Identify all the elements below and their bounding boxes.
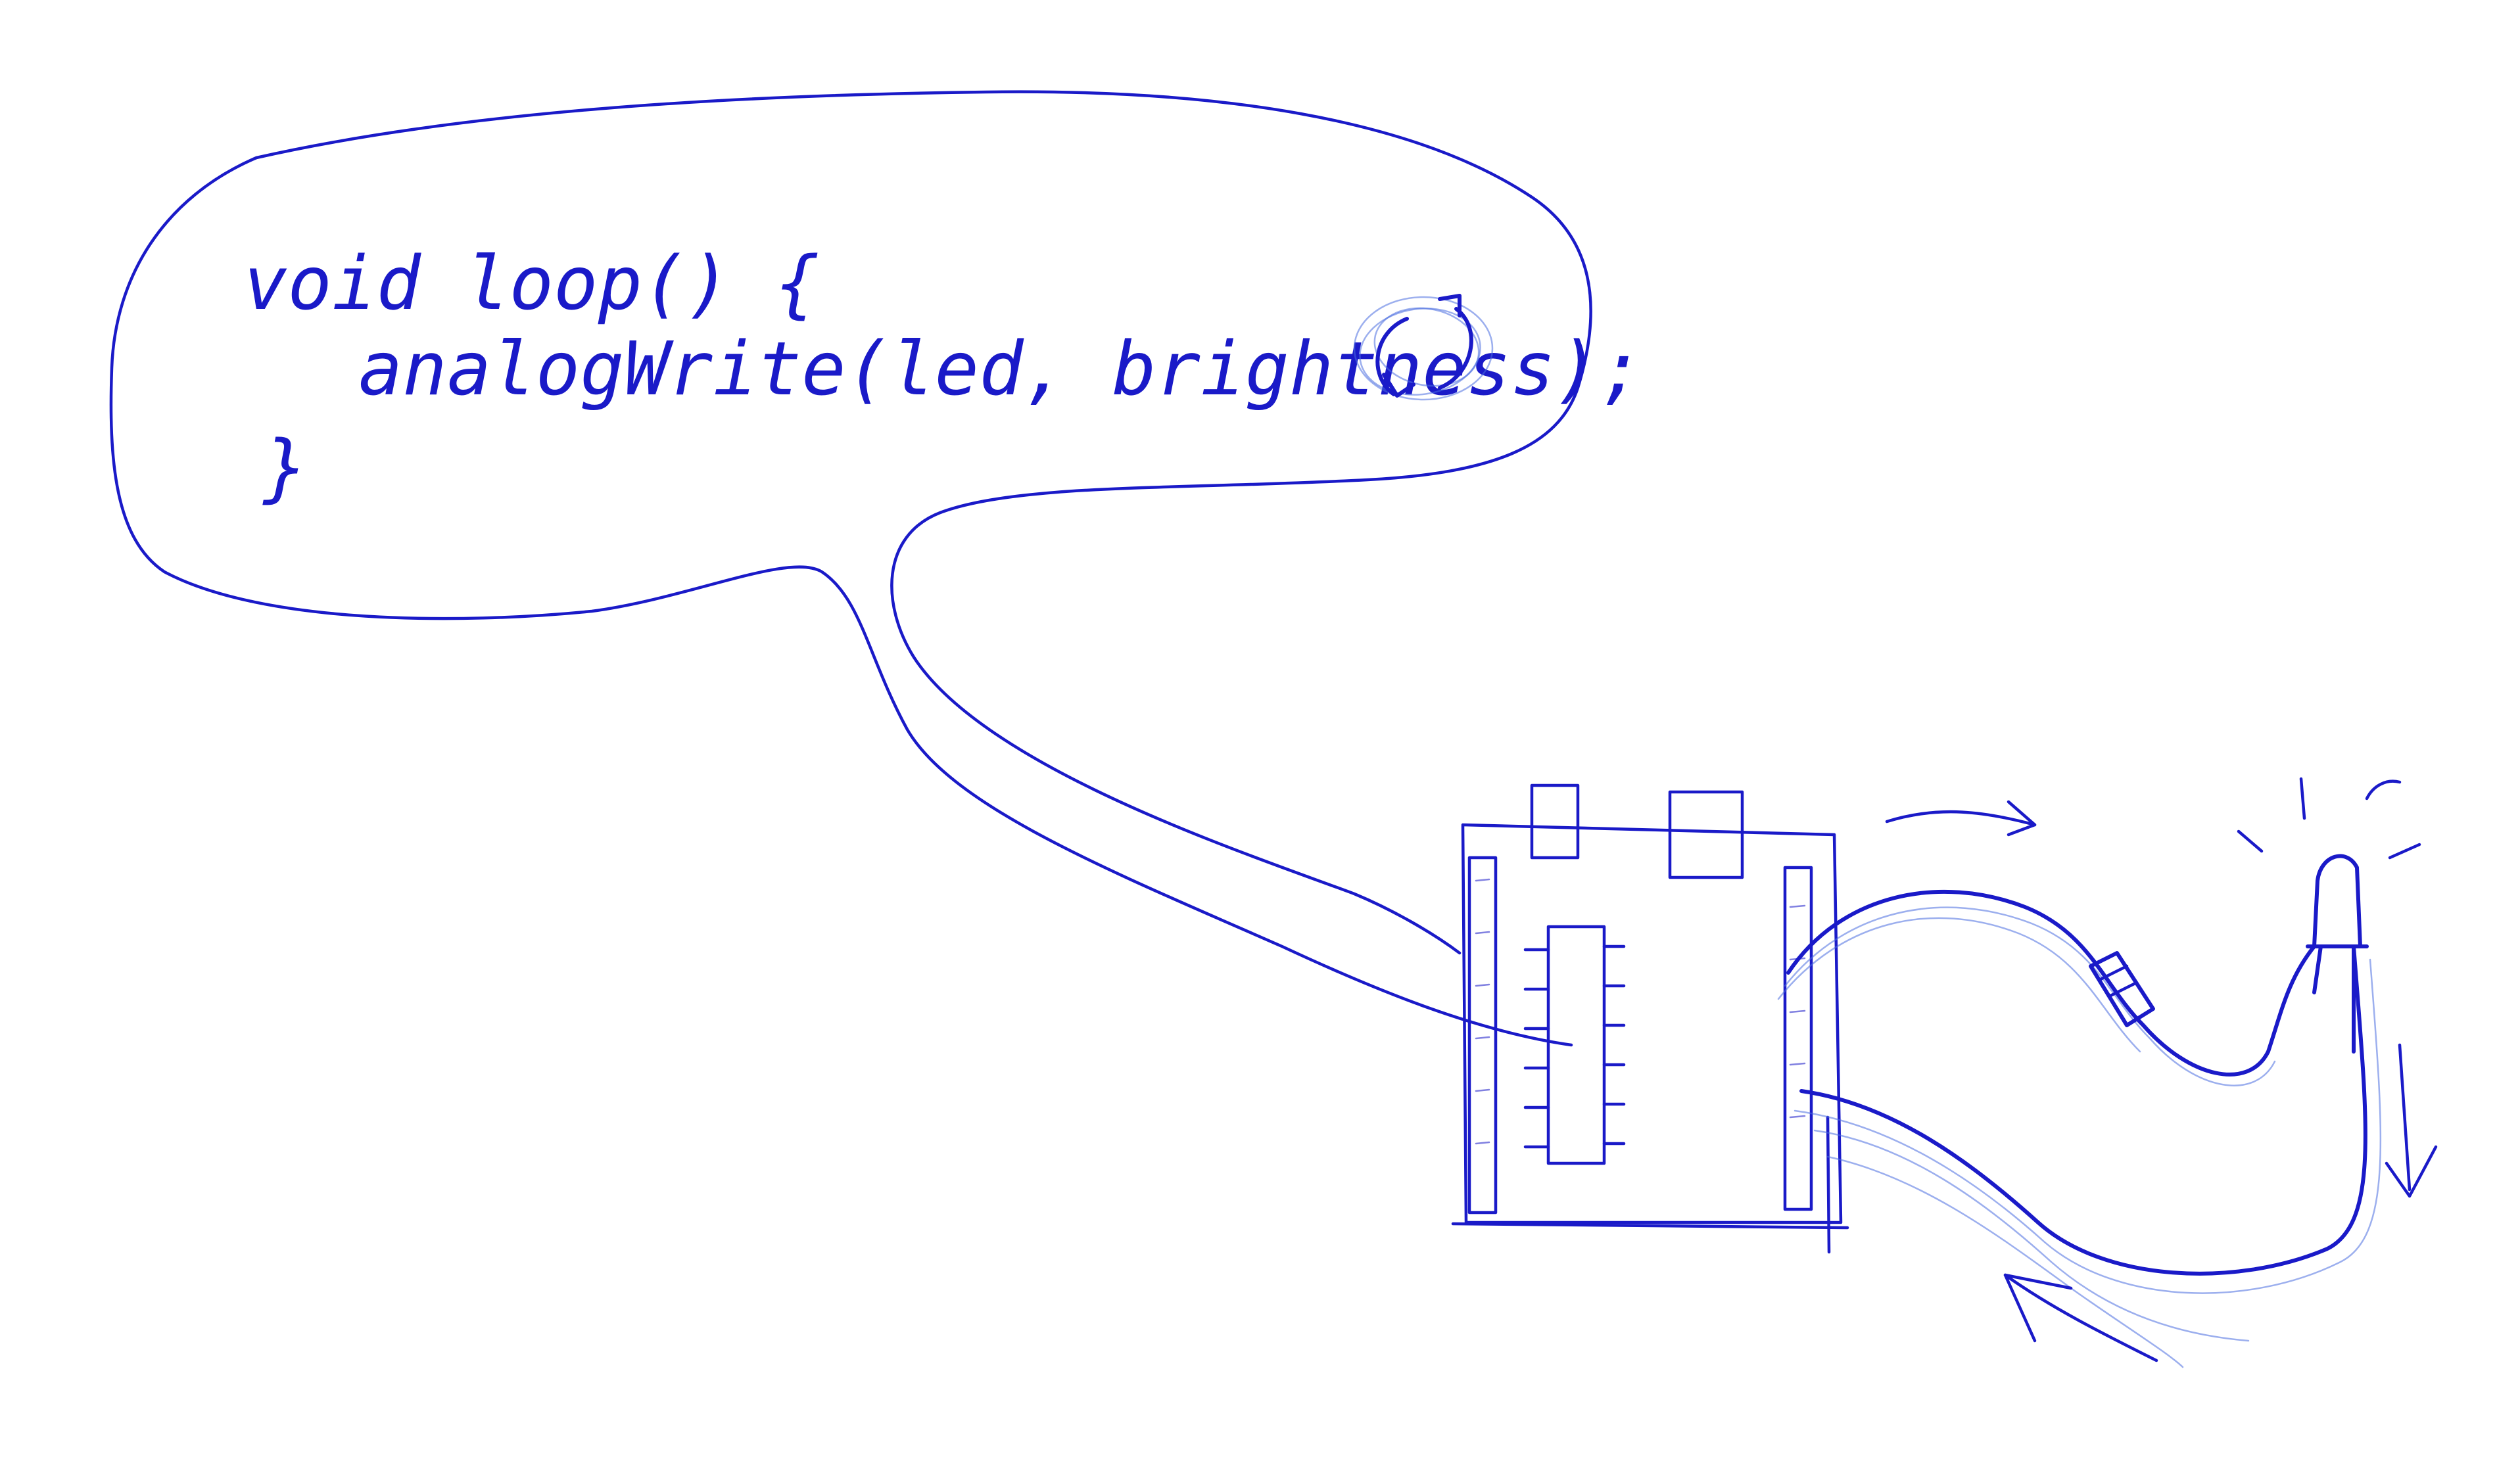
thought-bubble — [111, 92, 1591, 1045]
left-header — [1469, 858, 1496, 1213]
code-line-1: void loop() { — [243, 241, 820, 327]
code-line-3: } — [262, 425, 307, 511]
arduino-board — [1453, 785, 1847, 1252]
resistor — [2091, 953, 2153, 1025]
microcontroller-chip — [1548, 927, 1604, 1163]
arrow-icon-back — [2005, 1275, 2156, 1360]
code-block: void loop() { analogWrite(led, brightnes… — [243, 241, 1644, 511]
wire-loop — [1778, 892, 2381, 1367]
usb-port — [1670, 792, 1742, 877]
arrow-icon — [1887, 802, 2035, 835]
right-header — [1785, 868, 1811, 1209]
led-icon — [2239, 779, 2419, 1052]
power-jack — [1532, 785, 1578, 858]
code-line-2: analogWrite(led, brightness); — [358, 327, 1644, 412]
arrow-icon-down — [2387, 1045, 2436, 1196]
